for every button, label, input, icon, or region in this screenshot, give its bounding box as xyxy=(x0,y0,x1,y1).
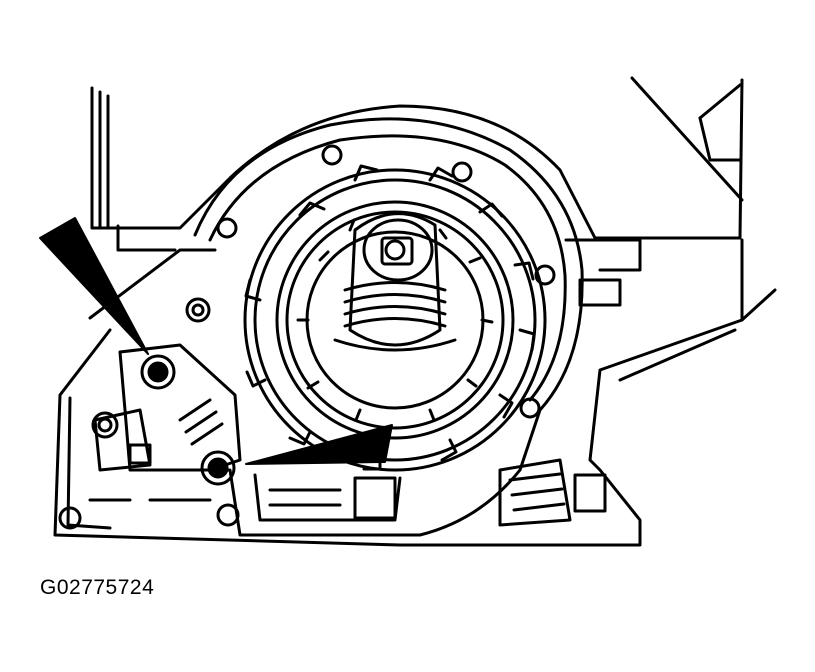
lower-right-arrow xyxy=(245,424,393,465)
figure-id-label: G02775724 xyxy=(40,576,155,599)
valve-body-bracket xyxy=(58,343,242,530)
pump-flange xyxy=(138,117,584,537)
valve-body-bolt-lower xyxy=(200,450,236,486)
lower-valve-area xyxy=(253,458,607,527)
upper-left-arrow xyxy=(39,217,149,355)
case-housing xyxy=(53,76,777,547)
valve-body-bolt-upper xyxy=(140,354,176,390)
callout-arrows xyxy=(39,217,393,465)
pump-gear-assembly xyxy=(243,164,547,472)
input-shaft xyxy=(333,212,457,352)
